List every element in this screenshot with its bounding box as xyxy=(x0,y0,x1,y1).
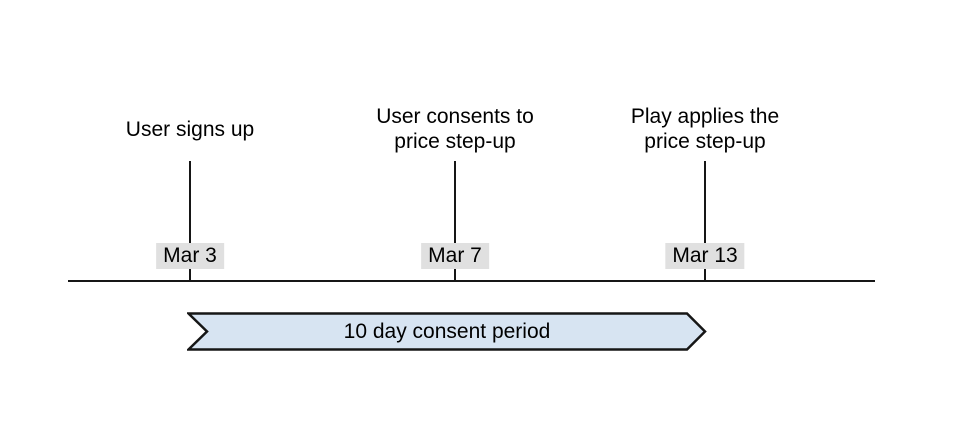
event-date-badge: Mar 13 xyxy=(665,243,745,269)
consent-period-label: 10 day consent period xyxy=(343,319,551,343)
event-user-signs-up: User signs up Mar 3 xyxy=(40,0,340,446)
event-title-line: price step-up xyxy=(644,130,766,153)
event-title-line: User signs up xyxy=(125,117,255,141)
event-title-line: price step-up xyxy=(394,130,516,153)
event-title: Play applies the price step-up xyxy=(555,104,855,154)
consent-period-arrow-shape xyxy=(187,312,707,351)
event-tick-line xyxy=(189,161,191,281)
consent-period-band: 10 day consent period xyxy=(187,312,707,351)
event-title: User consents to price step-up xyxy=(305,104,605,154)
event-date-badge: Mar 7 xyxy=(421,243,489,269)
event-title: User signs up xyxy=(40,104,340,154)
event-tick-line xyxy=(454,161,456,281)
event-play-applies: Play applies the price step-up Mar 13 xyxy=(555,0,855,446)
timeline-axis xyxy=(68,280,875,282)
event-title-line: Play applies the xyxy=(630,105,780,128)
event-title-line: User consents to xyxy=(376,105,534,128)
event-tick-line xyxy=(704,161,706,281)
event-date-badge: Mar 3 xyxy=(156,243,224,269)
event-user-consents: User consents to price step-up Mar 7 xyxy=(305,0,605,446)
